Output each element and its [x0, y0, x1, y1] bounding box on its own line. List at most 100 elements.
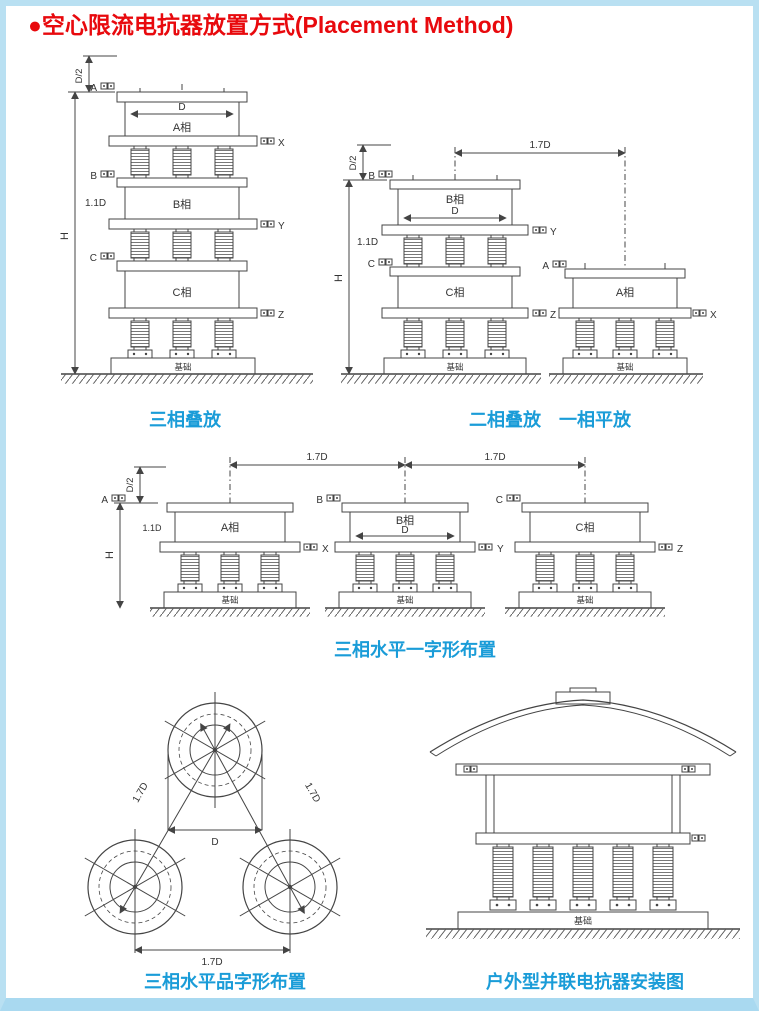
- insulator-column: [575, 551, 595, 585]
- foundation-label: 基础: [616, 362, 633, 372]
- marker-label-b: B: [90, 171, 97, 182]
- support-foot: [652, 349, 678, 359]
- dim-label-h: H: [333, 274, 345, 282]
- insulator-column: [652, 843, 674, 901]
- insulator-column: [615, 551, 635, 585]
- insulator-column: [172, 228, 192, 262]
- support-foot: [529, 899, 557, 911]
- insulator-column: [220, 551, 240, 585]
- diagram-triangle-arrangement: 1.7D 1.7D D 1.7D: [84, 692, 341, 968]
- ground: [426, 928, 740, 939]
- insulator-row-3: [127, 317, 237, 359]
- phase-c-label: C相: [173, 286, 192, 299]
- caption-outdoor: 户外型并联电抗器安装图: [486, 972, 684, 992]
- dim-label-half-d: D/2: [348, 156, 359, 171]
- reactor-unit-phase-a: [100, 82, 275, 147]
- diagram-three-phase-stacked: H D/2 1.1D A B C X Y Z D A相 B相 C相 基础: [59, 55, 313, 384]
- marker-label-x: X: [278, 138, 285, 149]
- dim-label-1-7d: 1.7D: [201, 957, 222, 968]
- terminal-icon: [692, 309, 707, 317]
- insulator-column: [214, 145, 234, 179]
- support-foot: [572, 349, 598, 359]
- diagram-two-stacked-one-flat: 1.7D D/2 H 1.1D B C A B相 D C相 A相 Y Z X 基…: [333, 140, 717, 384]
- dim-label-h: H: [59, 232, 71, 240]
- insulator-column: [435, 551, 455, 585]
- marker-label-z: Z: [677, 544, 683, 555]
- dim-label-1-1d: 1.1D: [142, 523, 162, 533]
- reactor-unit-phase-a: [111, 494, 318, 617]
- reactor-unit-phase-c: [378, 258, 547, 319]
- insulator-column: [487, 317, 507, 351]
- support-foot: [484, 349, 510, 359]
- terminal-icon: [532, 226, 547, 234]
- insulator-column: [492, 843, 514, 901]
- dimension-lines: [114, 461, 586, 609]
- insulator-column: [445, 317, 465, 351]
- page-title: ●空心限流电抗器放置方式(Placement Method): [28, 12, 514, 38]
- insulator-column: [532, 843, 554, 901]
- support-foot: [612, 583, 638, 593]
- dim-label-d: D: [211, 837, 218, 848]
- foundation-label: 基础: [574, 915, 592, 926]
- dimension-lines: [119, 722, 305, 954]
- marker-label-x: X: [322, 544, 329, 555]
- insulator-column: [172, 317, 192, 351]
- insulator-column: [535, 551, 555, 585]
- support-foot: [489, 899, 517, 911]
- phase-b-label: B相: [396, 514, 414, 527]
- terminal-icon: [260, 137, 275, 145]
- dim-label-half-d: D/2: [125, 478, 136, 493]
- diagram-three-phase-inline: 1.7D 1.7D D/2 H 1.1D A B C A相 B相 D C相 X …: [101, 452, 683, 617]
- phase-a-label: A相: [616, 286, 634, 299]
- terminal-icon: [658, 543, 673, 551]
- caption-inline: 三相水平一字形布置: [334, 640, 496, 660]
- insulator-row-2: [400, 317, 510, 359]
- ground-stacked: [341, 373, 541, 384]
- marker-label-c: C: [496, 495, 503, 506]
- support-foot: [127, 349, 153, 359]
- terminal-icon: [691, 834, 706, 842]
- terminal-icon: [532, 309, 547, 317]
- insulator-column: [572, 843, 594, 901]
- insulator-column: [260, 551, 280, 585]
- terminal-icon: [260, 309, 275, 317]
- foundation-label: 基础: [576, 595, 593, 605]
- insulator-column: [395, 551, 415, 585]
- terminal-icon: [378, 170, 393, 178]
- insulator-column: [612, 843, 634, 901]
- insulator-row-1: [403, 234, 507, 268]
- support-foot: [612, 349, 638, 359]
- insulator-column: [172, 145, 192, 179]
- dimension-lines: [68, 55, 117, 375]
- dim-label-1-7d: 1.7D: [306, 452, 327, 463]
- marker-label-c: C: [90, 253, 97, 264]
- terminal-icon: [681, 765, 696, 773]
- dim-label-d: D: [401, 525, 408, 536]
- upper-support-arm: [455, 763, 711, 776]
- support-foot: [392, 583, 418, 593]
- marker-label-b: B: [316, 495, 323, 506]
- insulator-column: [130, 317, 150, 351]
- dim-label-h: H: [104, 551, 116, 559]
- support-foot: [572, 583, 598, 593]
- insulator-column: [615, 317, 635, 351]
- support-foot: [352, 583, 378, 593]
- caption-three-phase-stacked: 三相叠放: [149, 410, 221, 430]
- dimension-lines: [343, 144, 626, 375]
- dim-label-1-7d: 1.7D: [302, 781, 322, 805]
- support-foot: [211, 349, 237, 359]
- insulator-column: [130, 228, 150, 262]
- phase-b-label: B相: [173, 198, 191, 211]
- terminal-icon: [100, 82, 115, 90]
- terminal-icon: [303, 543, 318, 551]
- support-foot: [609, 899, 637, 911]
- support-foot: [649, 899, 677, 911]
- terminal-icon: [326, 494, 341, 502]
- dim-label-d: D: [451, 206, 458, 217]
- marker-label-y: Y: [497, 544, 504, 555]
- support-foot: [569, 899, 597, 911]
- dim-label-d: D: [178, 102, 185, 113]
- insulator-row-1: [130, 145, 234, 179]
- terminal-icon: [260, 220, 275, 228]
